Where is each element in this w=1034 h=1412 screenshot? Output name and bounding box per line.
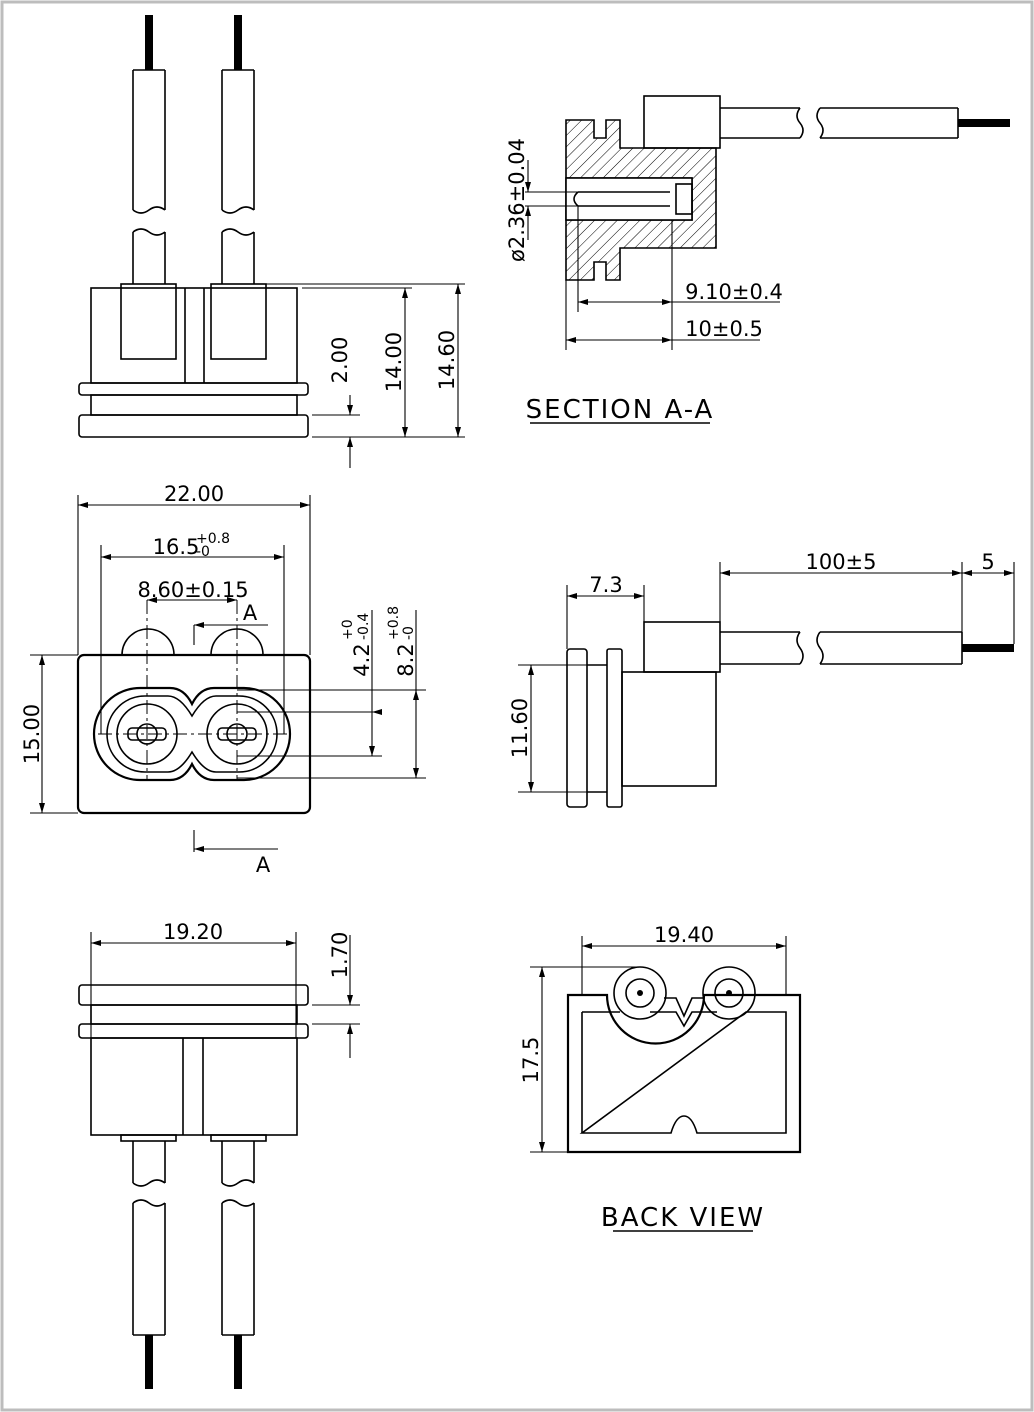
top-dim-14-6: 14.60 — [435, 330, 459, 390]
front-dim-4-2: 4.2 — [350, 643, 374, 676]
front-dim-4-2-tol-minus: -0.4 — [356, 613, 372, 640]
front-dim-8-2: 8.2 — [394, 643, 418, 676]
section-dim-9-1: 9.10±0.4 — [685, 280, 783, 304]
front-section-mark-upper: A — [243, 601, 258, 625]
back-dim-19-4: 19.40 — [654, 923, 714, 947]
bottom-right-cable — [221, 1141, 255, 1389]
side-dim-5: 5 — [981, 550, 994, 574]
front-dim-16-5-tol-minus: -0 — [196, 544, 210, 560]
front-dim-16-5: 16.5 — [153, 535, 200, 559]
side-view: 7.3 100±5 5 11.60 — [508, 550, 1015, 808]
bottom-dim-1-7: 1.70 — [328, 932, 352, 979]
top-dim-2: 2.00 — [328, 337, 352, 384]
back-view-title: BACK VIEW — [601, 1203, 765, 1233]
top-left-cable — [132, 15, 166, 284]
front-dim-8-2-tol-minus: -0 — [401, 626, 417, 640]
top-view: 2.00 14.00 14.60 — [78, 15, 465, 468]
back-view: 19.40 17.5 BACK VIEW — [519, 923, 802, 1233]
bottom-dim-19-2: 19.20 — [163, 920, 223, 944]
front-dim-4-2-tol-plus: +0 — [340, 619, 356, 640]
figure-eight-socket — [92, 686, 292, 782]
section-a-a-view: ø2.36±0.04 9.10±0.4 10±0.5 SECTION A-A — [505, 95, 1010, 425]
front-dim-22: 22.00 — [164, 482, 224, 506]
section-dim-pin-diameter: ø2.36±0.04 — [505, 138, 529, 262]
side-dim-11-6: 11.60 — [508, 698, 532, 758]
front-dim-8-2-tol-plus: +0.8 — [386, 606, 402, 640]
front-view: 22.00 16.5 +0.8 -0 8.60±0.15 A A 15.00 — [20, 482, 426, 877]
front-dim-15: 15.00 — [20, 704, 44, 764]
bottom-left-cable — [132, 1141, 166, 1389]
side-dim-7-3: 7.3 — [589, 573, 622, 597]
front-dim-8-6: 8.60±0.15 — [137, 578, 248, 602]
front-dim-16-5-tol-plus: +0.8 — [196, 531, 230, 547]
top-right-cable — [221, 15, 255, 284]
top-dim-14: 14.00 — [382, 332, 406, 392]
bottom-view: 19.20 1.70 — [78, 920, 360, 1389]
side-dim-100: 100±5 — [805, 550, 876, 574]
front-section-mark-lower: A — [256, 853, 271, 877]
section-a-a-title: SECTION A-A — [526, 395, 715, 425]
back-dim-17-5: 17.5 — [519, 1037, 543, 1084]
section-dim-10: 10±0.5 — [685, 317, 763, 341]
